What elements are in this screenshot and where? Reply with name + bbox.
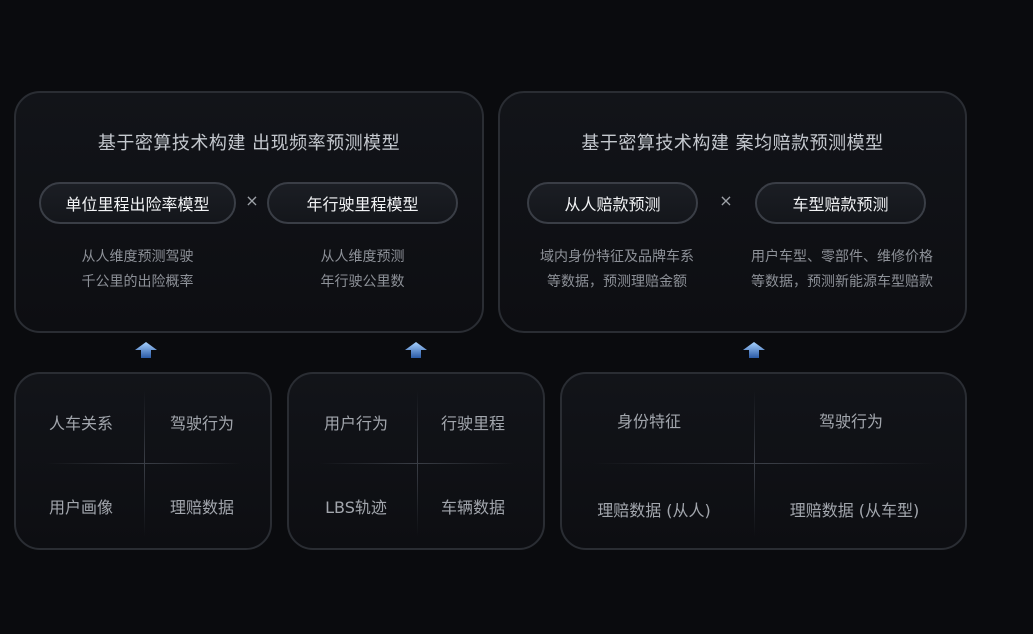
claim-amount-model-panel: 基于密算技术构建 案均赔款预测模型 从人赔款预测 × 车型赔款预测 域内身份特征… [498, 91, 967, 333]
source-item: 驾驶行为 [169, 414, 234, 433]
source-item: 用户行为 [323, 414, 388, 433]
panel-title: 基于密算技术构建 案均赔款预测模型 [581, 133, 884, 154]
source-box-behavior-vehicle: 用户行为 行驶里程 LBS轨迹 车辆数据 [287, 372, 545, 550]
pill-a-description: 从人维度预测驾驶 千公里的出险概率 [81, 249, 194, 290]
multiply-symbol: × [245, 191, 259, 210]
source-item: 理赔数据 (从车型) [789, 501, 920, 520]
source-item: 行驶里程 [440, 414, 505, 433]
source-item: 车辆数据 [440, 498, 505, 517]
up-arrow-icon [135, 342, 157, 358]
source-item: 身份特征 [616, 412, 681, 431]
source-box-identity-claims: 身份特征 驾驶行为 理赔数据 (从人) 理赔数据 (从车型) [560, 372, 967, 550]
source-item: LBS轨迹 [325, 498, 387, 517]
source-item: 用户画像 [48, 498, 113, 517]
source-item: 驾驶行为 [818, 412, 883, 431]
person-claim-prediction-pill: 从人赔款预测 [527, 182, 698, 224]
source-item: 人车关系 [48, 414, 113, 433]
pill-b-description: 从人维度预测 年行驶公里数 [320, 249, 405, 290]
source-box-user-vehicle: 人车关系 驾驶行为 用户画像 理赔数据 [14, 372, 272, 550]
up-arrow-icon [405, 342, 427, 358]
pill-a-description: 域内身份特征及品牌车系 等数据，预测理赔金额 [540, 249, 694, 290]
panel-title: 基于密算技术构建 出现频率预测模型 [97, 133, 401, 154]
mileage-accident-rate-model-pill: 单位里程出险率模型 [39, 182, 236, 224]
source-item: 理赔数据 [169, 498, 234, 517]
multiply-symbol: × [719, 191, 733, 210]
frequency-model-panel: 基于密算技术构建 出现频率预测模型 单位里程出险率模型 × 年行驶里程模型 从人… [14, 91, 484, 333]
annual-mileage-model-pill: 年行驶里程模型 [267, 182, 458, 224]
pill-b-description: 用户车型、零部件、维修价格 等数据，预测新能源车型赔款 [751, 249, 933, 290]
source-item: 理赔数据 (从人) [597, 501, 711, 520]
vehicle-claim-prediction-pill: 车型赔款预测 [755, 182, 926, 224]
up-arrow-icon [743, 342, 765, 358]
